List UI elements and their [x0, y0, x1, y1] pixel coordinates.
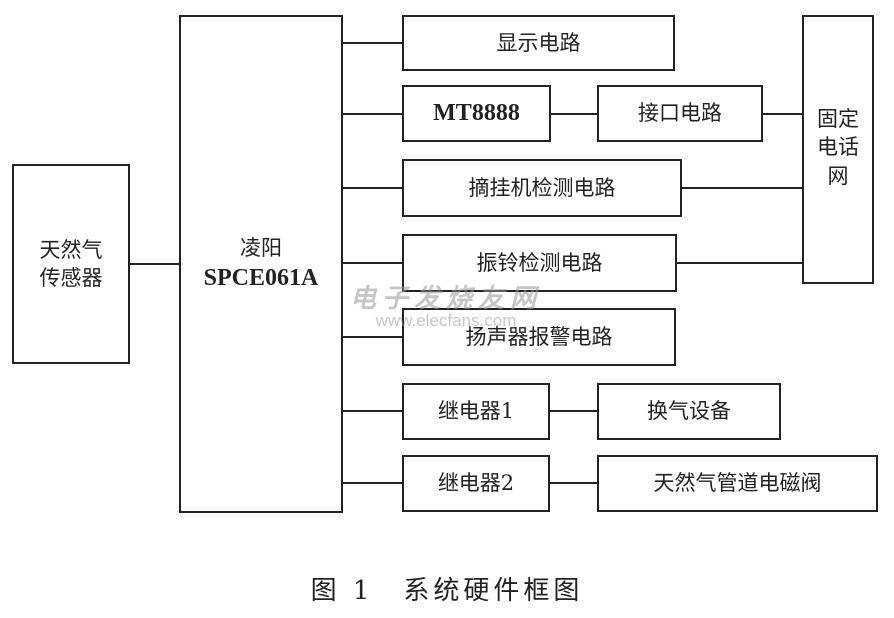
phone-network-label-3: 网	[827, 163, 849, 188]
phone-network-label-2: 电话	[817, 135, 859, 160]
mcu-block: 凌阳 SPCE061A	[179, 15, 343, 513]
mt8888-block: MT8888	[402, 85, 551, 142]
connector-mcu-display	[343, 42, 402, 44]
connector-mcu-ring	[343, 262, 402, 264]
connector-mcu-mt8888	[343, 113, 402, 115]
gas-sensor-label-2: 传感器	[39, 266, 103, 290]
mcu-label-2: SPCE061A	[203, 264, 319, 291]
mcu-label-1: 凌阳	[240, 235, 282, 260]
gas-sensor-label-1: 天然气	[39, 237, 103, 262]
connector-ring-phone	[677, 262, 802, 264]
phone-network-block: 固定 电话 网	[802, 15, 874, 284]
connector-mt8888-interface	[551, 113, 597, 115]
figure-caption: 图 1 系统硬件框图	[310, 576, 584, 606]
gas-sensor-block: 天然气 传感器	[12, 164, 130, 364]
gas-valve-block: 天然气管道电磁阀	[597, 455, 878, 512]
connector-mcu-hook	[343, 187, 402, 189]
phone-network-label-1: 固定	[817, 107, 859, 131]
connector-interface-phone	[763, 113, 802, 115]
relay2-block: 继电器2	[402, 455, 550, 512]
connector-relay1-vent	[550, 410, 597, 412]
relay1-block: 继电器1	[402, 383, 550, 440]
connector-sensor-mcu	[130, 263, 179, 265]
display-circuit-block: 显示电路	[402, 15, 675, 71]
ring-detect-block: 振铃检测电路	[402, 234, 677, 292]
hook-detect-block: 摘挂机检测电路	[402, 159, 682, 217]
connector-mcu-relay2	[343, 482, 402, 484]
speaker-alarm-block: 扬声器报警电路	[402, 308, 676, 366]
connector-hook-phone	[682, 187, 802, 189]
connector-mcu-relay1	[343, 410, 402, 412]
ventilation-block: 换气设备	[597, 383, 781, 440]
connector-mcu-speaker	[343, 336, 402, 338]
interface-circuit-block: 接口电路	[597, 85, 763, 142]
connector-relay2-valve	[550, 482, 597, 484]
